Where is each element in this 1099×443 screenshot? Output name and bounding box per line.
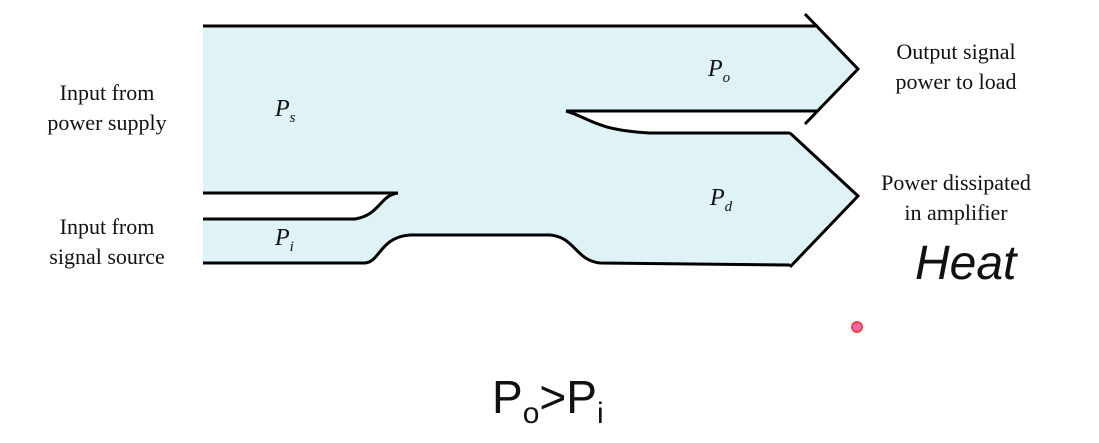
ps-sub: s	[289, 110, 296, 126]
pi-base: P	[275, 225, 290, 251]
output-arrowhead	[803, 12, 861, 126]
power-supply-label-line1: Input from	[59, 80, 155, 105]
pi-variable: Pi	[275, 225, 294, 256]
output-signal-label-line2: power to load	[895, 69, 1017, 94]
po-base: P	[708, 56, 723, 82]
pd-base: P	[710, 185, 725, 211]
power-supply-label-line2: power supply	[47, 110, 167, 135]
signal-source-label-line1: Input from	[59, 214, 155, 239]
dissipated-arrowhead	[788, 131, 861, 269]
ps-base: P	[275, 96, 290, 122]
signal-source-label: Input from signal source	[22, 212, 192, 272]
signal-top-edge	[203, 191, 399, 221]
pd-sub: d	[724, 199, 733, 215]
formula-op: >	[539, 371, 567, 423]
po-sub: o	[722, 70, 731, 86]
power-dissipated-label-line2: in amplifier	[904, 200, 1008, 225]
split-curve	[565, 109, 790, 135]
formula-right-base: P	[566, 371, 597, 423]
po-variable: Po	[708, 56, 730, 87]
power-dissipated-label: Power dissipated in amplifier	[866, 168, 1046, 228]
ps-variable: Ps	[275, 96, 296, 127]
signal-source-label-line2: signal source	[49, 244, 165, 269]
heat-label: Heat	[915, 237, 1017, 290]
flow-fill	[203, 26, 858, 267]
output-signal-label-line1: Output signal	[896, 39, 1016, 64]
power-dissipated-label-line1: Power dissipated	[881, 170, 1031, 195]
power-inequality: Po>Pi	[492, 370, 604, 431]
pointer-dot	[851, 321, 863, 333]
output-signal-label: Output signal power to load	[866, 37, 1046, 97]
formula-left-base: P	[492, 371, 523, 423]
pi-sub: i	[289, 239, 294, 255]
formula-right-sub: i	[596, 397, 604, 430]
pd-variable: Pd	[710, 185, 732, 216]
formula-left-sub: o	[522, 397, 540, 430]
power-supply-label: Input from power supply	[22, 78, 192, 138]
signal-bottom-edge	[203, 233, 791, 267]
